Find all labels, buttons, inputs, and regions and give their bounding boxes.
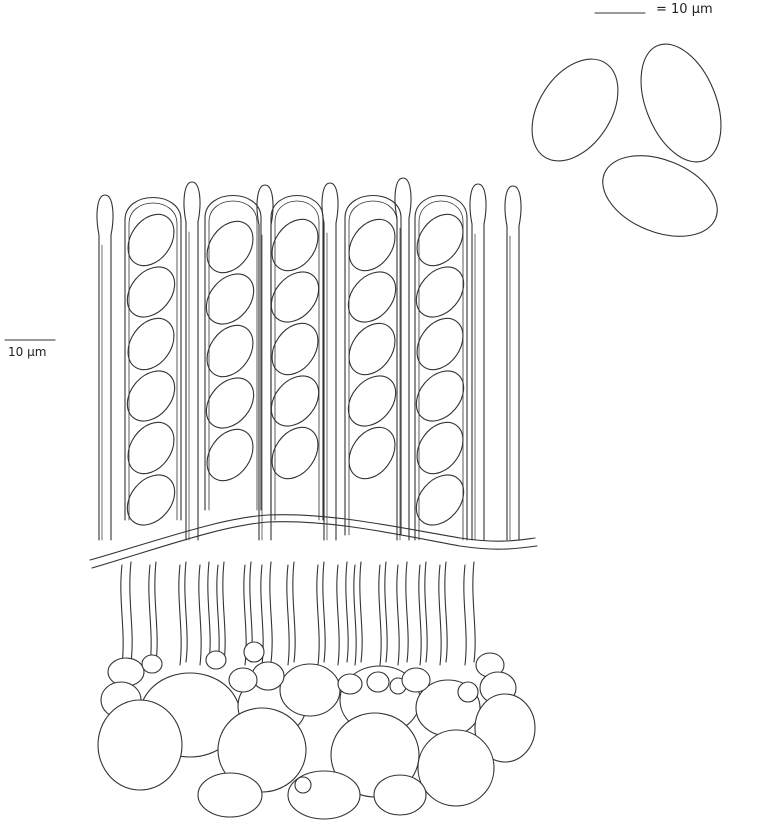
ascus-inner-wall bbox=[129, 203, 177, 520]
subhymenial-hyphae bbox=[121, 562, 475, 665]
hypha bbox=[208, 562, 210, 662]
excipulum-cell bbox=[367, 672, 389, 692]
ascospore bbox=[119, 414, 184, 483]
hypha bbox=[419, 565, 421, 665]
ascospore bbox=[262, 367, 329, 436]
ascus-inner-wall bbox=[275, 201, 319, 520]
ascospore bbox=[263, 419, 328, 488]
ascospore bbox=[197, 265, 264, 334]
hypha bbox=[179, 565, 181, 665]
ascospore bbox=[197, 369, 264, 438]
hypha bbox=[287, 565, 289, 665]
hypha bbox=[354, 565, 356, 665]
paraphysis bbox=[322, 183, 338, 540]
hypha bbox=[337, 565, 339, 665]
paraphysis bbox=[395, 178, 411, 540]
excipulum-cell bbox=[295, 777, 311, 793]
excipulum-cell bbox=[338, 674, 362, 694]
hypha bbox=[397, 565, 399, 665]
ascospore bbox=[198, 317, 263, 386]
excipulum-cells bbox=[98, 642, 535, 819]
ascospore bbox=[625, 32, 736, 173]
ascospore bbox=[119, 310, 184, 379]
section-scale-label: 10 µm bbox=[8, 345, 46, 359]
paraphysis bbox=[470, 184, 486, 540]
ascospore bbox=[263, 315, 328, 384]
subhymenium-boundary bbox=[90, 515, 537, 568]
ascospore bbox=[118, 258, 185, 327]
excipulum-cell bbox=[280, 664, 340, 716]
ascospore bbox=[118, 362, 185, 431]
ascospore bbox=[118, 466, 185, 535]
hypha bbox=[149, 565, 151, 665]
ascospore bbox=[591, 140, 729, 252]
hypha bbox=[223, 562, 225, 662]
excipulum-cell bbox=[229, 668, 257, 692]
hypha bbox=[360, 562, 362, 662]
hypha bbox=[293, 562, 295, 662]
excipulum-cell bbox=[142, 655, 162, 673]
ascospore bbox=[514, 43, 635, 176]
ascus-wall bbox=[345, 196, 401, 536]
hymenium bbox=[97, 178, 521, 540]
ascus-wall bbox=[271, 196, 323, 521]
hypha bbox=[385, 562, 387, 662]
hypha bbox=[379, 565, 381, 665]
hypha bbox=[425, 562, 427, 662]
hypha bbox=[217, 565, 219, 665]
hypha bbox=[155, 562, 157, 662]
ascus-inner-wall bbox=[349, 201, 397, 535]
paraphysis bbox=[257, 185, 273, 540]
excipulum-cell bbox=[98, 700, 182, 790]
paraphysis bbox=[97, 195, 113, 540]
excipulum-cell bbox=[402, 668, 430, 692]
excipulum-cell bbox=[458, 682, 478, 702]
hypha bbox=[406, 562, 408, 662]
excipulum-cell bbox=[418, 730, 494, 806]
hypha bbox=[121, 565, 123, 665]
ascospore bbox=[262, 263, 329, 332]
ascospore bbox=[119, 206, 184, 275]
spores-scale-label: = 10 µm bbox=[656, 2, 713, 17]
hypha bbox=[473, 562, 475, 662]
hypha bbox=[464, 565, 466, 665]
hypha bbox=[346, 562, 348, 662]
ascospore bbox=[198, 421, 263, 490]
paraphysis bbox=[505, 186, 521, 540]
free-ascospores bbox=[514, 32, 736, 251]
excipulum-cell bbox=[108, 658, 144, 686]
hypha bbox=[185, 562, 187, 662]
hypha bbox=[323, 562, 325, 662]
hypha bbox=[317, 565, 319, 665]
excipulum-cell bbox=[206, 651, 226, 669]
excipulum-cell bbox=[198, 773, 262, 817]
excipulum-cell bbox=[244, 642, 264, 662]
hypha bbox=[270, 562, 272, 662]
hypha bbox=[445, 562, 447, 662]
paraphysis bbox=[184, 182, 200, 540]
excipulum-cell bbox=[374, 775, 426, 815]
hypha bbox=[439, 565, 441, 665]
hypha bbox=[199, 565, 201, 665]
ascospore bbox=[198, 213, 263, 282]
hypha bbox=[130, 562, 132, 662]
